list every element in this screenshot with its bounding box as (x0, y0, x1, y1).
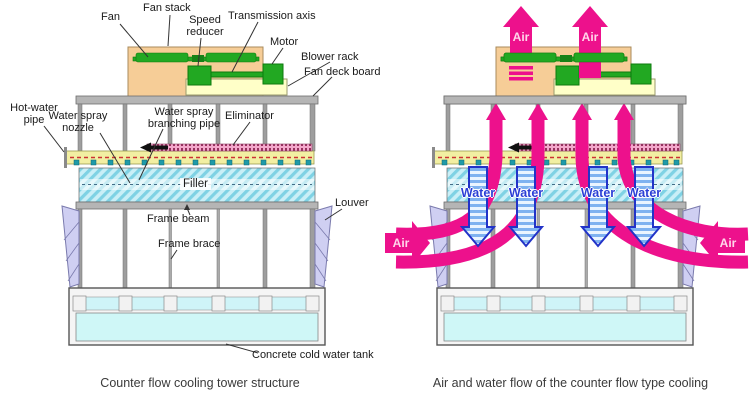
label-air-top-1: Air (512, 30, 530, 44)
label-water-2: Water (508, 186, 544, 200)
left-caption: Counter flow cooling tower structure (100, 376, 300, 390)
air-stream-arrowheads (486, 103, 634, 120)
label-air-top-2: Air (581, 30, 599, 44)
label-fan-stack: Fan stack (143, 2, 191, 14)
air-dash-3 (509, 77, 533, 81)
label-concrete-cold-water-tank: Concrete cold water tank (252, 349, 374, 361)
water-arrow-2 (507, 166, 545, 248)
right-fan-deck-redraw (443, 95, 687, 105)
air-side-arrow-left (385, 221, 430, 265)
left-tower (61, 46, 333, 346)
air-dash-1 (509, 66, 533, 70)
label-fan-deck-board: Fan deck board (304, 66, 381, 78)
label-motor: Motor (270, 36, 299, 48)
label-louver: Louver (335, 197, 369, 209)
label-blower-rack: Blower rack (301, 51, 359, 63)
label-water-1: Water (460, 186, 496, 200)
water-arrow-1 (459, 166, 497, 248)
label-air-side-right: Air (719, 236, 737, 250)
right-caption: Air and water flow of the counter flow t… (432, 376, 709, 390)
label-frame-brace: Frame brace (158, 238, 221, 250)
label-air-side-left: Air (392, 236, 410, 250)
water-arrow-4 (625, 166, 663, 248)
label-water-spray-branching-pipe: Water spray branching pipe (147, 106, 221, 130)
air-dash-2 (509, 71, 533, 75)
label-fan: Fan (101, 11, 120, 23)
label-speed-reducer: Speed reducer (186, 14, 224, 38)
label-transmission-axis: Transmission axis (228, 10, 316, 22)
leader-lines (43, 14, 343, 354)
air-up-arrow-1 (503, 6, 539, 62)
label-eliminator: Eliminator (225, 110, 274, 122)
label-water-spray-nozzle: Water spray nozzle (48, 110, 108, 134)
air-stream-2 (395, 119, 545, 269)
right-fan-blades-redraw (500, 52, 628, 63)
label-frame-beam: Frame beam (147, 213, 210, 225)
air-side-arrow-right (700, 221, 745, 265)
water-down-arrows (459, 166, 663, 248)
frame-beam-arrowhead (184, 204, 190, 210)
water-arrow-3 (579, 166, 617, 248)
label-water-4: Water (626, 186, 662, 200)
air-stream-3 (575, 119, 749, 269)
label-hot-water-pipe: Hot-water pipe (10, 102, 58, 126)
label-water-3: Water (580, 186, 616, 200)
label-filler: Filler (180, 178, 211, 191)
